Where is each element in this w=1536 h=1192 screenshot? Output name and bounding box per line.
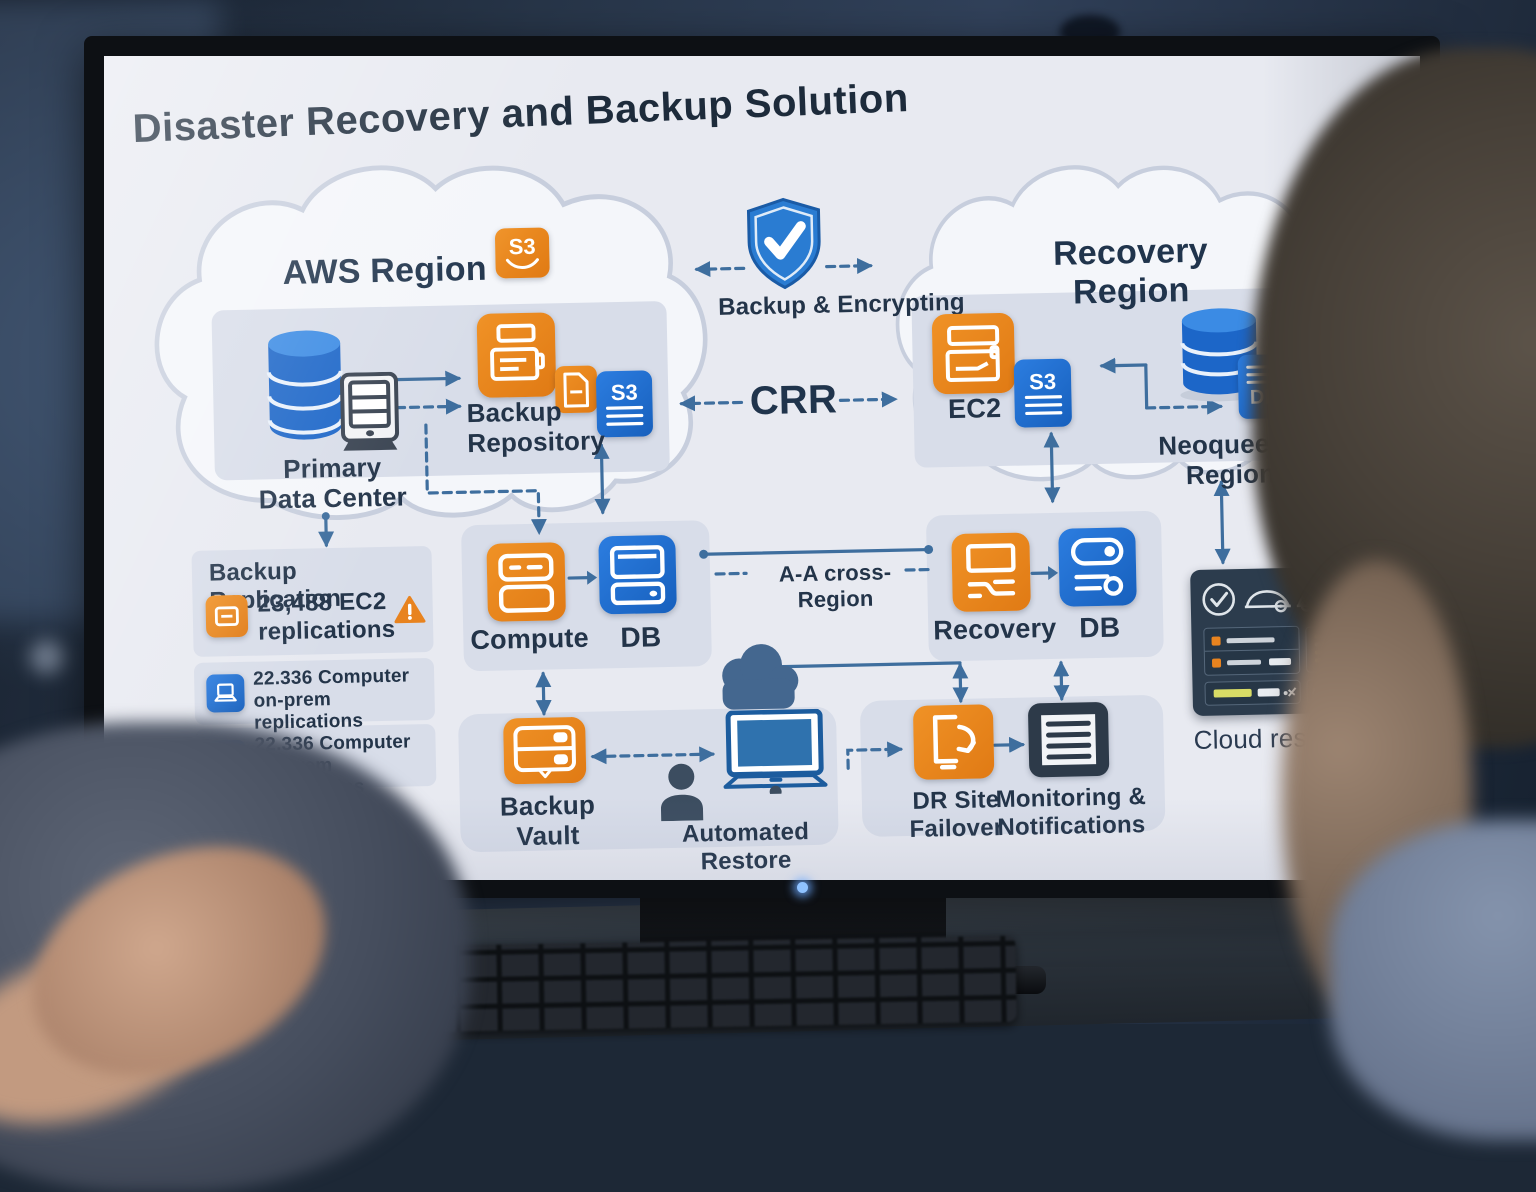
repository-glyph — [477, 312, 557, 398]
arrow-crr-right — [840, 399, 895, 400]
backup-vault-label: Backup Vault — [500, 790, 596, 852]
cloud-icon — [708, 638, 806, 714]
recovery-region-label: Recovery Region — [990, 230, 1272, 315]
recovery-db-icon — [1058, 527, 1137, 607]
arrow-shield-right — [827, 266, 871, 267]
line-dbcyl-elbow — [1146, 365, 1147, 408]
compute-glyph — [486, 542, 566, 622]
automated-restore-label: Automated Restore — [640, 817, 851, 877]
arrow-recovery-dr — [960, 665, 961, 701]
arrow-vault-restore — [593, 754, 713, 757]
computer-icon-1 — [206, 674, 245, 713]
compute-db-label: DB — [603, 621, 679, 655]
person-icon — [654, 762, 707, 821]
restore-job-list — [1203, 626, 1300, 676]
monitoring-label: Monitoring & Notifications — [990, 783, 1153, 842]
backup-repository-icon — [477, 312, 557, 398]
card-glyph — [213, 602, 242, 631]
s3-lines-glyph — [1024, 394, 1062, 417]
arrow-neoqueeon-panel — [1221, 482, 1223, 562]
arrow-dc-to-repo — [396, 378, 459, 379]
progress-bar-left — [1204, 680, 1300, 706]
laptop-glyph — [212, 681, 238, 706]
line-aa-cross-region — [704, 550, 929, 555]
vault-glyph — [503, 717, 586, 785]
arrow-restore-dr — [848, 749, 901, 768]
power-led — [797, 882, 808, 893]
db-server-glyph — [598, 535, 677, 615]
ec2-replication-icon — [205, 595, 248, 638]
database-cylinder-icon — [265, 327, 345, 447]
backup-repository-label: Backup Repository — [466, 395, 637, 459]
check-circle-icon — [1200, 581, 1237, 618]
s3-tile-recovery: S3 — [1014, 359, 1072, 428]
warning-triangle-icon — [393, 594, 426, 625]
failover-glyph — [913, 704, 995, 780]
line-dc-to-replication — [326, 519, 327, 545]
compute-db-icon — [598, 535, 677, 615]
compute-to-db-arrow — [567, 568, 599, 587]
replication-item-2-label: 22.336 Computer on-prem replications — [253, 665, 439, 735]
arrow-recovery-monitoring — [1061, 663, 1062, 699]
monitoring-icon — [1028, 702, 1110, 778]
s3-smile-glyph — [505, 258, 539, 271]
aa-cross-region-label: A-A cross-Region — [755, 559, 916, 613]
aws-region-label: AWS Region — [279, 250, 490, 294]
s3-tile-recovery-label: S3 — [1029, 370, 1056, 395]
arrow-s3r-recovery — [1051, 434, 1052, 501]
db-pill-glyph — [1058, 527, 1137, 607]
primary-dc-label: Primary Data Center — [234, 451, 430, 515]
recovery-label: Recovery — [933, 613, 1054, 647]
arrow-dbcyl-to-s3 — [1102, 365, 1146, 366]
shield-check-icon — [744, 197, 824, 291]
arrow-compute-vault — [543, 674, 544, 714]
recovery-db-label: DB — [1063, 611, 1137, 645]
ec2-icon — [932, 313, 1016, 395]
notification-list-glyph — [1040, 713, 1097, 766]
recovery-icon — [951, 532, 1031, 612]
ec2-label: EC2 — [936, 393, 1013, 426]
backup-vault-icon — [503, 717, 586, 785]
dr-site-failover-icon — [913, 704, 995, 780]
ec2-glyph — [932, 313, 1016, 395]
aws-s3-badge: S3 — [495, 227, 550, 278]
server-tower-icon — [338, 372, 402, 453]
arrow-crr-left — [681, 402, 741, 403]
arrow-dbcyl-to-dbdoc — [1147, 406, 1221, 408]
arrow-dc-to-repo-dashed — [397, 406, 460, 407]
crr-label: CRR — [748, 376, 839, 424]
restore-monitor-icon — [722, 709, 828, 795]
arrow-shield-left — [697, 268, 744, 269]
arrow-dr-monitoring — [995, 745, 1023, 746]
bokeh-light — [30, 640, 64, 674]
compute-icon — [486, 542, 566, 622]
dash-aa-left — [716, 573, 746, 574]
recovery-glyph — [951, 532, 1031, 612]
recovery-to-db-arrow — [1030, 564, 1060, 583]
compute-label: Compute — [470, 623, 589, 657]
aws-s3-badge-label: S3 — [508, 236, 535, 259]
